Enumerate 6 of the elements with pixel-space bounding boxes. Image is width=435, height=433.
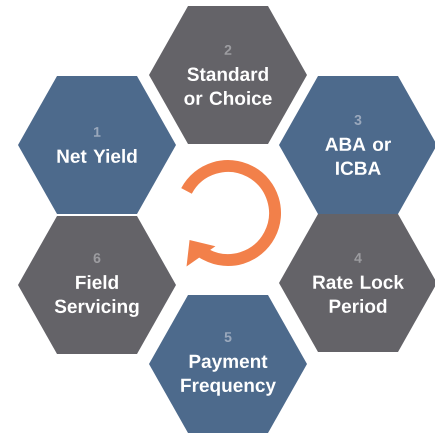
hexagon: 3 ABA or ICBA	[279, 76, 435, 214]
hexagon: 2 Standard or Choice	[149, 6, 307, 144]
hexagon: 1 Net Yield	[18, 76, 176, 214]
hexagon: 6 Field Servicing	[18, 216, 176, 354]
hexagon: 5 Payment Frequency	[149, 295, 307, 433]
hexagon: 4 Rate Lock Period	[279, 214, 435, 352]
